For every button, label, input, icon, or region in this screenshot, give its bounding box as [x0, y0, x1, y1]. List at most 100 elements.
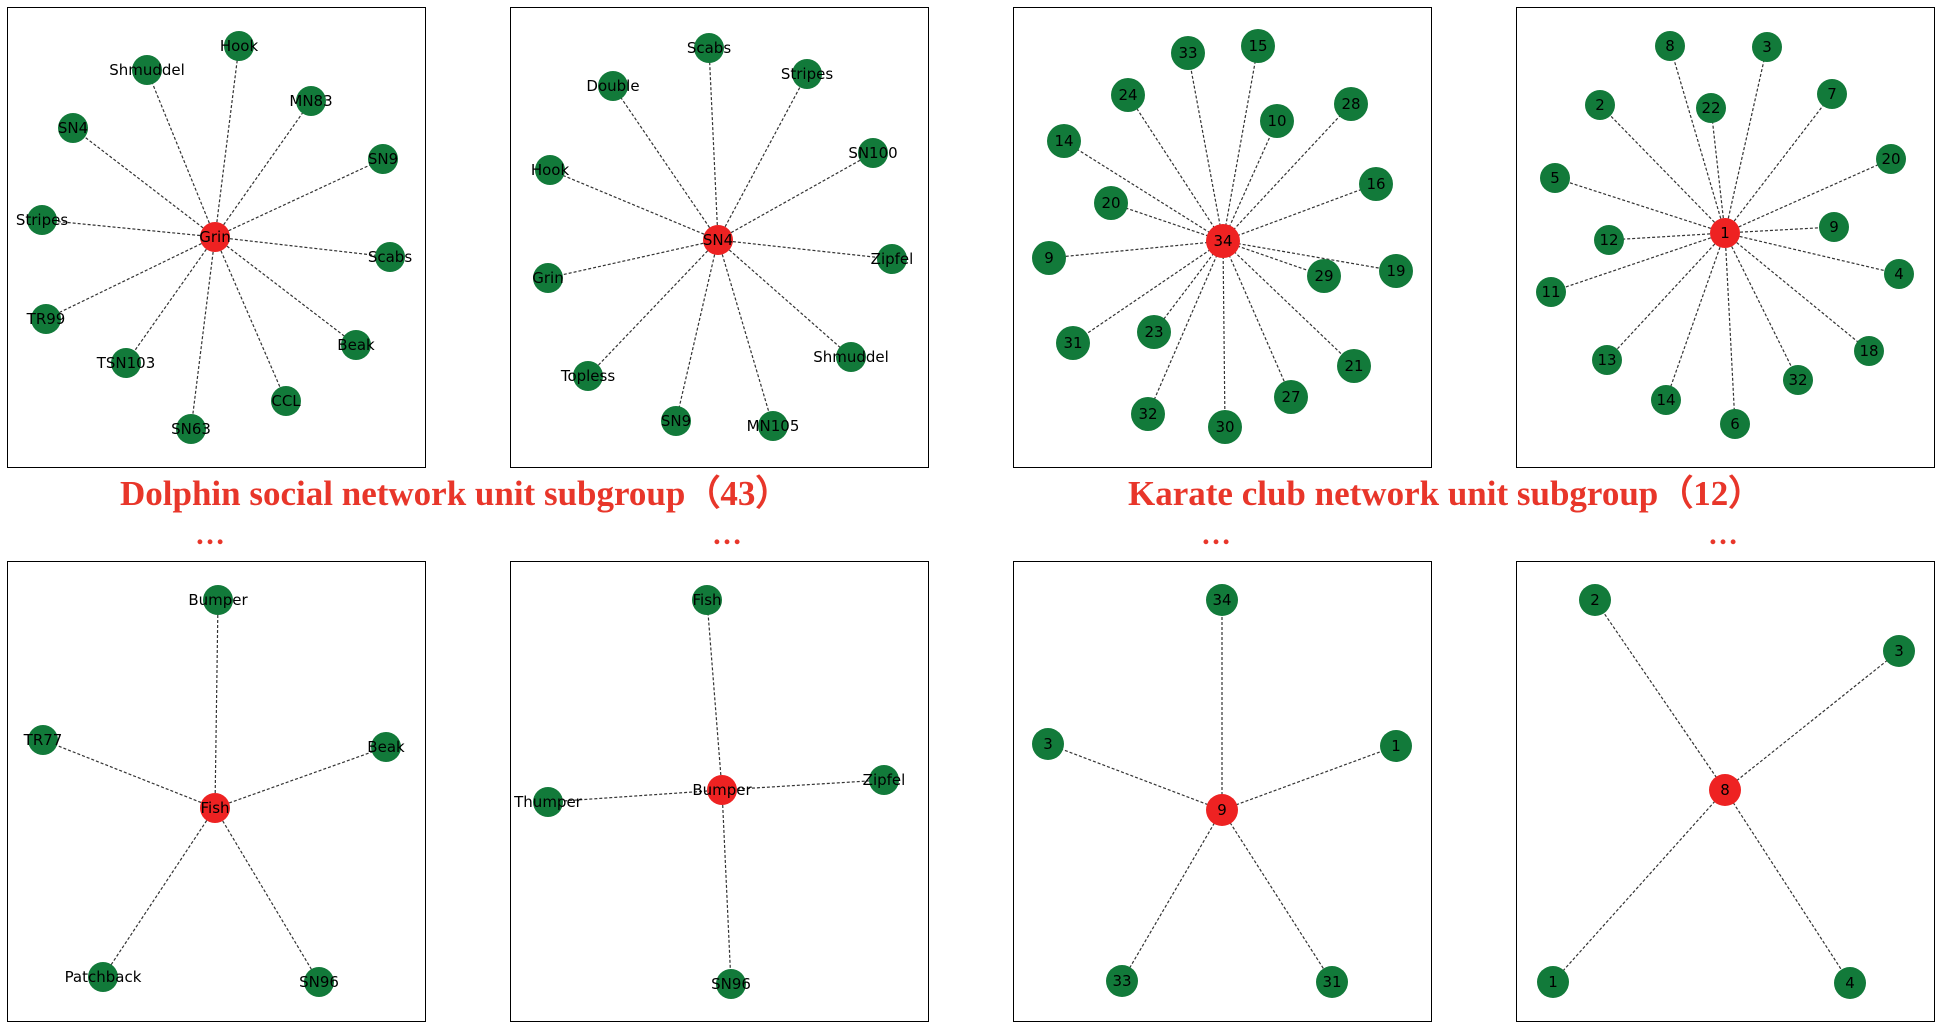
center-node — [200, 222, 230, 252]
leaf-node — [1783, 365, 1813, 395]
node-label: 20 — [1881, 150, 1900, 168]
edge — [125, 236, 216, 364]
node-label: 16 — [1366, 175, 1385, 193]
edge — [1724, 650, 1900, 791]
leaf-node — [132, 55, 162, 85]
edge — [1221, 745, 1397, 811]
leaf-node — [1379, 254, 1413, 288]
node-label: Double — [586, 77, 639, 95]
leaf-node — [1883, 635, 1915, 667]
node-label: CCL — [271, 392, 301, 410]
node-label: 3 — [1894, 642, 1904, 660]
edge — [587, 239, 719, 377]
network-graph: ScabsStripesSN100ZipfelShmuddelMN105SN9T… — [531, 33, 913, 441]
edge — [1724, 232, 1736, 425]
node-label: 29 — [1314, 267, 1333, 285]
leaf-node — [598, 71, 628, 101]
ellipsis: … — [1708, 518, 1741, 551]
node-label: 21 — [1344, 357, 1363, 375]
leaf-node — [716, 969, 746, 999]
node-label: SN9 — [368, 150, 398, 168]
leaf-node — [1241, 29, 1275, 63]
edge — [1063, 140, 1224, 242]
leaf-node — [1834, 967, 1866, 999]
node-label: Scabs — [368, 248, 412, 266]
node-label: 19 — [1386, 262, 1405, 280]
node-label: 20 — [1101, 194, 1120, 212]
edge — [1047, 743, 1223, 811]
leaf-node — [1696, 93, 1726, 123]
edge — [547, 789, 723, 803]
edge — [45, 236, 216, 320]
leaf-node — [692, 585, 722, 615]
node-label: Zipfel — [863, 771, 906, 789]
dolphin-caption: Dolphin social network unit subgroup（43） — [120, 474, 791, 513]
leaf-node — [1131, 397, 1165, 431]
edge — [41, 219, 216, 238]
leaf-node — [224, 31, 254, 61]
node-label: 32 — [1788, 371, 1807, 389]
edge — [214, 158, 384, 238]
edge — [706, 599, 723, 791]
node-label: Beak — [367, 738, 405, 756]
edge — [708, 47, 719, 241]
node-label: 4 — [1845, 974, 1855, 992]
edge — [1606, 232, 1726, 361]
node-label: Fish — [692, 591, 721, 609]
edge — [717, 73, 808, 241]
leaf-node — [304, 967, 334, 997]
edge — [1552, 789, 1726, 983]
edge — [214, 45, 240, 238]
leaf-node — [1592, 345, 1622, 375]
node-label: Hook — [220, 37, 259, 55]
edge — [1187, 52, 1224, 242]
node-label: 13 — [1597, 351, 1616, 369]
leaf-node — [111, 348, 141, 378]
leaf-node — [1884, 259, 1914, 289]
center-node — [1206, 224, 1240, 258]
edge — [1594, 599, 1726, 791]
node-label: 15 — [1248, 37, 1267, 55]
edge — [1724, 46, 1768, 234]
leaf-node — [1854, 336, 1884, 366]
leaf-node — [1380, 730, 1412, 762]
edge — [1710, 107, 1726, 234]
edge — [675, 239, 719, 422]
node-label: 31 — [1322, 973, 1341, 991]
leaf-node — [1876, 144, 1906, 174]
leaf-node — [858, 138, 888, 168]
node-label: Stripes — [16, 211, 68, 229]
center-node-label: Fish — [200, 799, 229, 817]
edge — [1724, 789, 1851, 984]
leaf-node — [661, 406, 691, 436]
node-label: 27 — [1281, 388, 1300, 406]
edge — [717, 239, 893, 260]
leaf-node — [88, 962, 118, 992]
leaf-node — [1817, 79, 1847, 109]
edge — [1153, 240, 1224, 333]
leaf-node — [341, 330, 371, 360]
leaf-node — [1208, 410, 1242, 444]
node-label: 5 — [1550, 169, 1560, 187]
node-label: SN100 — [848, 144, 897, 162]
edge — [1608, 232, 1726, 241]
leaf-node — [1359, 167, 1393, 201]
leaf-node — [1274, 380, 1308, 414]
leaf-node — [533, 263, 563, 293]
node-label: SN96 — [711, 975, 751, 993]
edge — [1222, 240, 1226, 428]
edge — [214, 100, 312, 238]
node-label: TR77 — [23, 731, 63, 749]
node-label: Shmuddel — [813, 348, 889, 366]
edge — [1127, 94, 1224, 242]
leaf-node — [1032, 241, 1066, 275]
center-node — [1206, 794, 1238, 826]
node-label: 33 — [1112, 972, 1131, 990]
